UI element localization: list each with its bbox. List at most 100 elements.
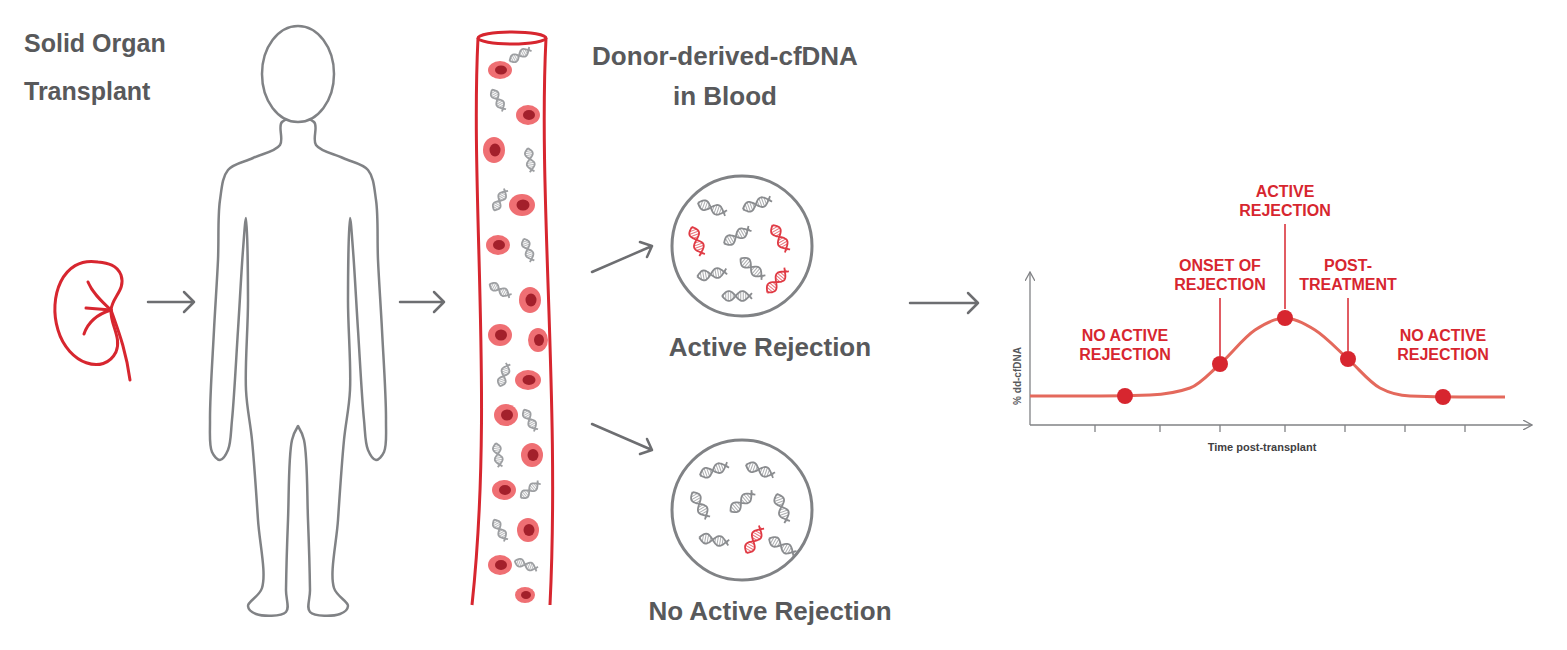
- dna-rung: [770, 283, 777, 289]
- axis-tick: [1219, 425, 1220, 432]
- kidney-icon: [55, 261, 130, 380]
- cell-center: [495, 560, 507, 570]
- cell-center: [523, 375, 536, 385]
- dna-rung: [493, 447, 501, 448]
- dna-rung: [734, 503, 740, 510]
- dna-backbone: [521, 408, 540, 433]
- dna-strand: [687, 225, 707, 257]
- dna-strand: [518, 479, 541, 501]
- cell-body: [488, 324, 512, 346]
- kidney-vessel: [88, 282, 111, 310]
- red-blood-cell: [515, 370, 541, 390]
- dna-strand: [698, 460, 730, 480]
- dna-rung: [732, 504, 738, 512]
- dna-rung: [525, 152, 533, 153]
- dna-group: [688, 460, 797, 558]
- cell-body: [528, 328, 548, 352]
- dna-backbone: [698, 460, 730, 480]
- dna-strand: [696, 267, 727, 282]
- dna-backbone: [722, 291, 752, 301]
- dna-backbone: [508, 46, 533, 65]
- axis-tick: [1284, 425, 1285, 432]
- cell-center: [534, 334, 544, 346]
- cell-body: [494, 404, 518, 426]
- blood-vessel: [472, 32, 553, 605]
- dna-strand: [696, 198, 728, 218]
- cell-center: [524, 524, 535, 536]
- flow-arrow: [148, 292, 194, 312]
- red-blood-cell: [488, 324, 512, 346]
- dna-strand: [491, 188, 510, 213]
- cell-body: [488, 61, 512, 79]
- dna-backbone: [741, 194, 773, 214]
- dna-backbone: [744, 460, 776, 480]
- leader-line: [1284, 224, 1286, 309]
- circle-outline: [625, 436, 915, 586]
- dna-backbone: [524, 147, 536, 172]
- dna-backbone: [488, 281, 513, 300]
- cell-center: [517, 200, 530, 211]
- dna-strand: [744, 460, 776, 480]
- dna-backbone: [742, 525, 766, 556]
- dna-backbone: [696, 198, 728, 218]
- point-label: ONSET OF REJECTION: [1161, 257, 1279, 294]
- dna-rung: [777, 273, 785, 279]
- red-blood-cell: [517, 518, 539, 542]
- dna-backbone: [764, 266, 791, 295]
- leader-line: [1219, 298, 1221, 356]
- red-blood-cell: [521, 443, 543, 467]
- point-label: ACTIVE REJECTION: [1226, 183, 1344, 220]
- data-point: [1277, 310, 1293, 326]
- dna-rung: [727, 236, 732, 245]
- dna-rung: [705, 534, 707, 544]
- red-blood-cell: [494, 404, 518, 426]
- dna-strand: [513, 557, 538, 573]
- ureter: [111, 310, 130, 380]
- dna-backbone: [518, 479, 541, 500]
- axis-tick: [1094, 425, 1095, 432]
- dna-backbone: [722, 291, 752, 301]
- dna-rung: [745, 545, 754, 550]
- vessel-contents: [483, 46, 548, 603]
- data-point: [1212, 356, 1228, 372]
- axis-ticks: [1095, 425, 1465, 432]
- flow-arrow: [592, 424, 652, 454]
- dna-strand: [767, 534, 798, 558]
- cell-center: [495, 330, 507, 341]
- cell-body: [486, 235, 510, 255]
- circle-caption: Active Rejection: [625, 332, 915, 363]
- dna-rung: [740, 291, 741, 300]
- leader-line: [1347, 298, 1349, 351]
- flow-arrow: [400, 292, 444, 312]
- red-blood-cell: [488, 61, 512, 79]
- dna-backbone: [737, 255, 766, 282]
- cell-body: [521, 443, 543, 467]
- chart-axes: [1030, 272, 1532, 432]
- dna-strand: [737, 255, 766, 282]
- dna-backbone: [513, 557, 538, 573]
- cell-center: [528, 449, 539, 461]
- section-heading: Donor-derived-cfDNA in Blood: [580, 36, 870, 117]
- dna-backbone: [524, 147, 536, 172]
- dna-strand: [727, 489, 756, 516]
- cell-center: [523, 110, 535, 120]
- sample-circle: Active Rejection: [625, 172, 915, 363]
- dna-backbone: [489, 88, 508, 113]
- y-axis: [1029, 272, 1030, 425]
- dna-strand: [698, 533, 729, 548]
- dna-strand: [508, 46, 533, 65]
- dna-strand: [521, 408, 540, 433]
- cell-body: [517, 518, 539, 542]
- cell-center: [526, 294, 537, 307]
- cell-center: [521, 591, 531, 599]
- cell-body: [492, 480, 516, 500]
- dna-backbone: [491, 518, 510, 543]
- dna-rung: [742, 496, 748, 503]
- dna-rung: [776, 275, 783, 281]
- data-point: [1117, 388, 1133, 404]
- dna-backbone: [727, 489, 756, 516]
- axis-tick: [1344, 425, 1345, 432]
- dna-backbone: [520, 237, 536, 262]
- red-blood-cell: [515, 587, 535, 603]
